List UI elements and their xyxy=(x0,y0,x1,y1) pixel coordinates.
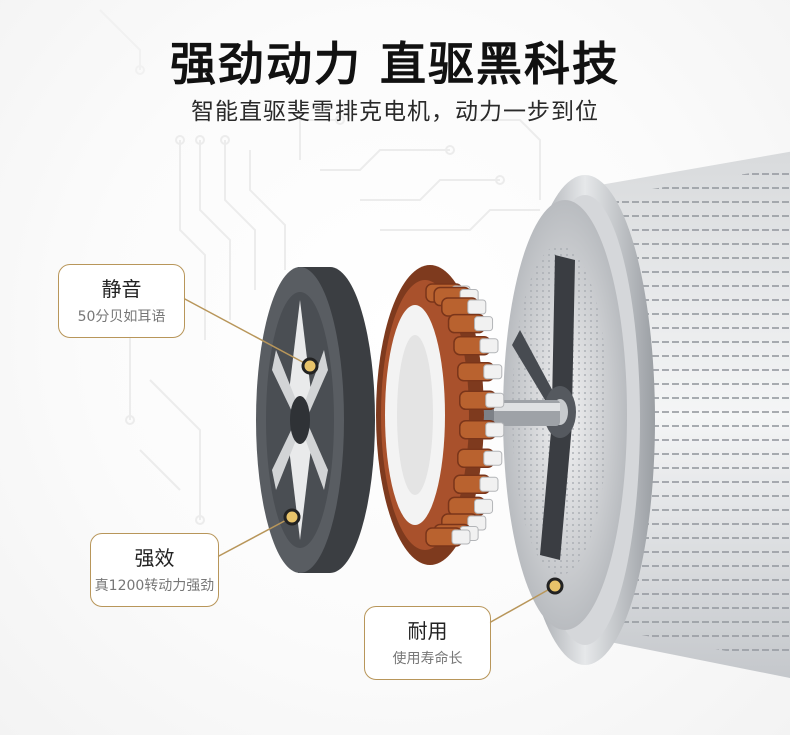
stator-coil-cap xyxy=(485,392,505,408)
callout-quiet: 静音 50分贝如耳语 xyxy=(58,264,185,338)
stator-coil-cap xyxy=(479,476,499,492)
stator-coil-cap xyxy=(483,450,503,466)
stator-coil-cap xyxy=(467,299,487,315)
stator-coil-cap xyxy=(483,364,503,380)
stator-coil-cap xyxy=(474,316,494,332)
stator-coil-cap xyxy=(485,422,505,438)
headline: 强劲动力 直驱黑科技 xyxy=(169,37,620,91)
callout-durable: 耐用 使用寿命长 xyxy=(364,606,491,680)
callout-power-title: 强效 xyxy=(134,546,175,570)
stator-coil-cap xyxy=(474,498,494,514)
callout-quiet-subtitle: 50分贝如耳语 xyxy=(77,309,166,325)
callout-durable-title: 耐用 xyxy=(407,619,448,643)
stator-coil-cap xyxy=(479,338,499,354)
subheadline: 智能直驱斐雪排克电机，动力一步到位 xyxy=(191,99,599,125)
callout-power: 强效 真1200转动力强劲 xyxy=(90,533,219,607)
stainless-drum xyxy=(503,151,790,678)
rotor-disc xyxy=(256,267,375,573)
callout-durable-subtitle: 使用寿命长 xyxy=(392,651,463,667)
copper-stator xyxy=(376,265,505,565)
stator-coil-cap xyxy=(451,529,471,545)
callout-leaders xyxy=(182,297,556,624)
callout-markers xyxy=(283,357,564,595)
motor-shaft xyxy=(484,400,560,426)
callout-quiet-title: 静音 xyxy=(101,277,142,301)
callout-power-subtitle: 真1200转动力强劲 xyxy=(94,578,215,594)
